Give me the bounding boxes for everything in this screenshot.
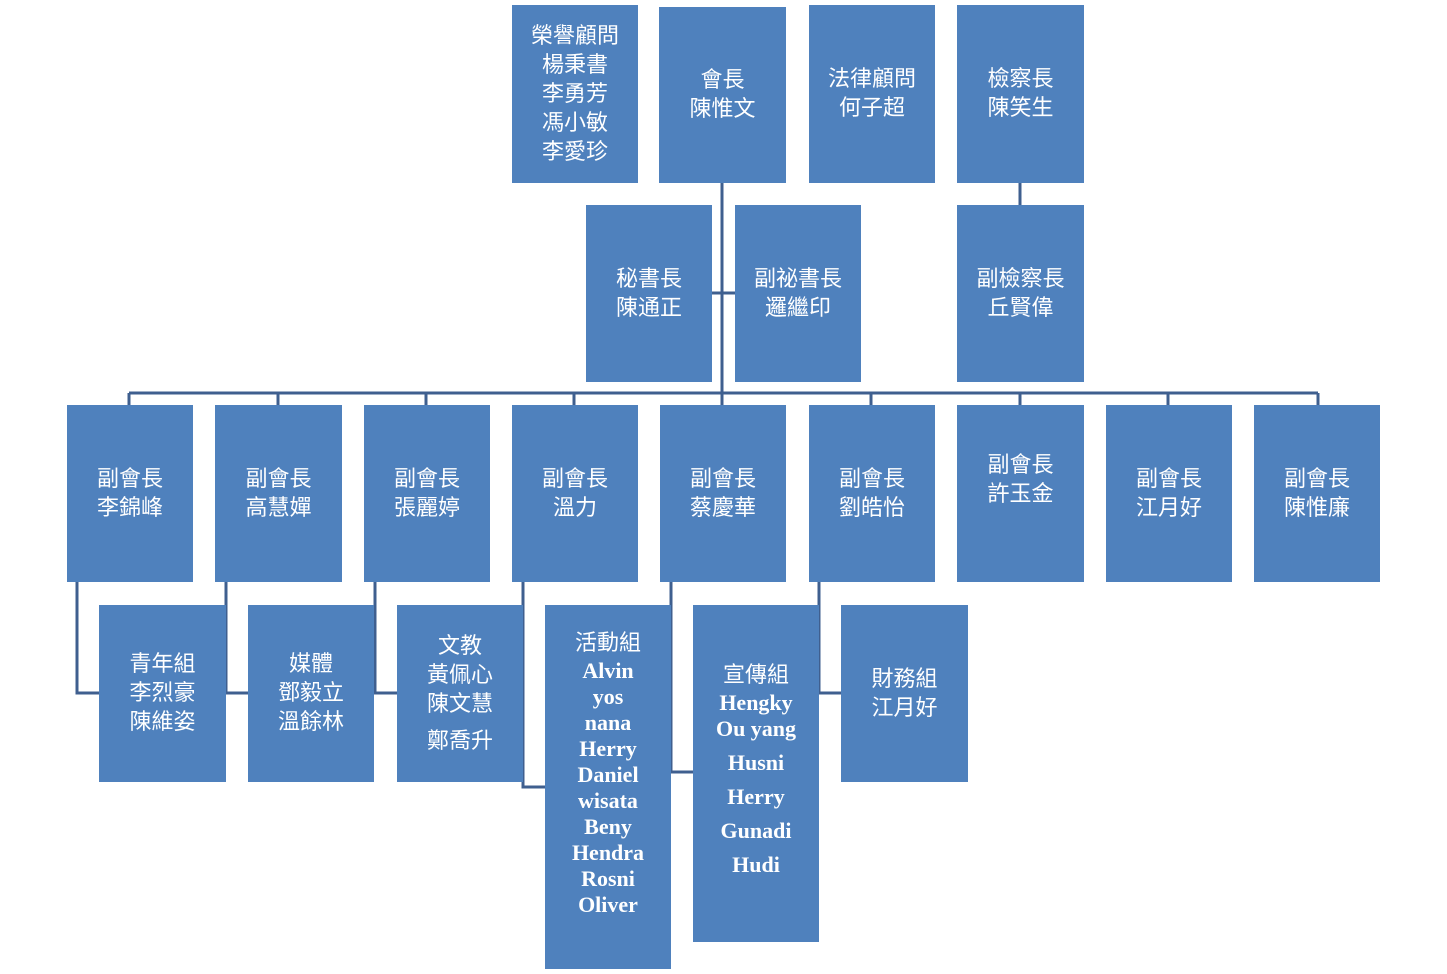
vice-president-box: 副會長 蔡慶華: [660, 405, 786, 582]
group-member: Alvin: [582, 658, 634, 683]
group-member: Hengky: [719, 690, 793, 715]
honorary-name: 馮小敏: [541, 110, 608, 136]
group-member: Daniel: [577, 762, 639, 787]
inspector-name: 陳笑生: [987, 96, 1054, 121]
group-member: Gunadi: [720, 818, 792, 843]
group-member: 陳維姿: [129, 710, 196, 735]
group-member: Oliver: [578, 892, 638, 917]
vp-name: 蔡慶華: [689, 495, 756, 521]
vp-title: 副會長: [1283, 466, 1350, 492]
group-member: Herry: [727, 784, 785, 809]
group-title: 宣傳組: [722, 663, 789, 688]
group-member: yos: [592, 684, 624, 709]
deputy-inspector-title: 副檢察長: [976, 266, 1065, 292]
group-member: Hudi: [732, 852, 780, 877]
group-member: wisata: [578, 788, 638, 813]
media-group-box: 媒體 鄧毅立 溫餘林: [248, 605, 374, 782]
vp-title: 副會長: [393, 466, 460, 492]
group-member: Ou yang: [715, 716, 797, 741]
vp-name: 高慧嬋: [245, 495, 312, 521]
vp-name: 溫力: [552, 495, 597, 521]
group-member: Husni: [727, 750, 785, 775]
vice-president-box: 副會長 李錦峰: [67, 405, 193, 582]
group-member: 鄧毅立: [277, 681, 344, 706]
group-member: 黃佩心: [426, 662, 493, 688]
vp-title: 副會長: [987, 453, 1054, 478]
vp-name: 陳惟廉: [1283, 495, 1350, 521]
vp-title: 副會長: [96, 466, 163, 492]
vp-title: 副會長: [541, 466, 608, 492]
vp-name: 許玉金: [987, 482, 1054, 507]
honorary-name: 李勇芳: [541, 81, 608, 107]
vice-president-box: 副會長 張麗婷: [364, 405, 490, 582]
deputy-secretary-box: 副祕書長 邏繼印: [735, 205, 861, 382]
vp-name: 張麗婷: [393, 495, 460, 521]
publicity-group-box: 宣傳組 Hengky Ou yang Husni Herry Gunadi Hu…: [693, 605, 819, 942]
group-title: 財務組: [871, 666, 938, 692]
group-title: 媒體: [288, 652, 333, 677]
group-title: 青年組: [129, 652, 196, 677]
vp-title: 副會長: [245, 466, 312, 492]
inspector-title: 檢察長: [987, 67, 1054, 92]
president-box: 會長 陳惟文: [659, 7, 786, 183]
vice-president-box: 副會長 許玉金: [957, 405, 1084, 582]
legal-advisor-box: 法律顧問 何子超: [809, 5, 935, 183]
vice-president-box: 副會長 江月好: [1106, 405, 1232, 582]
secretary-title: 秘書長: [615, 266, 682, 292]
president-title: 會長: [700, 68, 745, 93]
group-member: 江月好: [871, 695, 938, 721]
group-member: 鄭喬升: [426, 728, 493, 754]
secretary-name: 陳通正: [615, 295, 682, 321]
group-title: 活動組: [574, 631, 641, 656]
vp-title: 副會長: [1135, 466, 1202, 492]
activity-group-box: 活動組 Alvin yos nana Herry Daniel wisata B…: [545, 605, 671, 969]
group-member: 李烈豪: [129, 681, 196, 706]
vp-title: 副會長: [838, 466, 905, 492]
chief-inspector-box: 檢察長 陳笑生: [957, 5, 1084, 183]
group-title: 文教: [437, 633, 482, 659]
honorary-name: 楊秉書: [541, 52, 608, 78]
group-member: Rosni: [581, 866, 635, 891]
vice-president-box: 副會長 陳惟廉: [1254, 405, 1380, 582]
group-member: nana: [584, 710, 632, 735]
deputy-inspector-name: 丘賢偉: [987, 295, 1054, 321]
vice-president-box: 副會長 高慧嬋: [215, 405, 342, 582]
honorary-title: 榮譽顧問: [530, 23, 619, 49]
vice-president-box: 副會長 劉皓怡: [809, 405, 935, 582]
group-member: 溫餘林: [277, 710, 344, 735]
deputy-secretary-name: 邏繼印: [764, 295, 831, 321]
president-name: 陳惟文: [689, 97, 756, 122]
secretary-general-box: 秘書長 陳通正: [586, 205, 712, 382]
vp-name: 江月好: [1135, 495, 1202, 521]
vice-president-box: 副會長 溫力: [512, 405, 638, 582]
deputy-secretary-title: 副祕書長: [753, 266, 842, 292]
legal-title: 法律顧問: [827, 67, 916, 92]
legal-name: 何子超: [838, 96, 905, 121]
honorary-advisors-box: 榮譽顧問 楊秉書 李勇芳 馮小敏 李愛珍: [512, 5, 638, 183]
finance-group-box: 財務組 江月好: [841, 605, 968, 782]
vp-name: 李錦峰: [96, 495, 163, 521]
group-member: Beny: [584, 814, 632, 839]
group-member: 陳文慧: [426, 691, 493, 717]
group-member: Herry: [579, 736, 637, 761]
education-group-box: 文教 黃佩心 陳文慧 鄭喬升: [397, 605, 523, 782]
vp-name: 劉皓怡: [838, 495, 905, 521]
youth-group-box: 青年組 李烈豪 陳維姿: [99, 605, 226, 782]
vp-title: 副會長: [689, 466, 756, 492]
deputy-inspector-box: 副檢察長 丘賢偉: [957, 205, 1084, 382]
honorary-name: 李愛珍: [541, 139, 608, 165]
group-member: Hendra: [571, 840, 645, 865]
